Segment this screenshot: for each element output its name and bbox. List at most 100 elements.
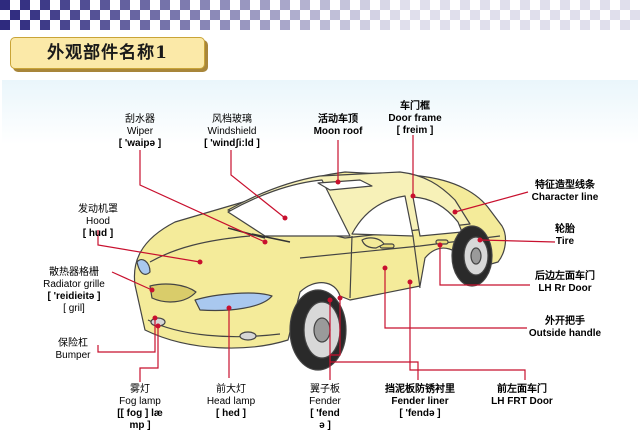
label-hood-phon: [ hud ] (82, 228, 114, 239)
label-windshield: 风档玻璃 Windshield [ 'windʃi:ld ] (192, 114, 272, 150)
label-moonroof-zh: 活动车顶 (318, 114, 358, 125)
leader-hood (97, 230, 201, 263)
label-foglamp-zh: 雾灯 (130, 384, 150, 395)
checker-square (130, 10, 140, 20)
checker-square (60, 20, 70, 30)
checker-square (270, 10, 280, 20)
checker-square (180, 20, 190, 30)
checker-square (50, 10, 60, 20)
checker-square (200, 20, 210, 30)
label-fender-zh: 翼子板 (310, 384, 340, 395)
hood-line (149, 235, 251, 263)
label-foglamp-phon2: mp ] (129, 420, 151, 431)
rear-wheel (451, 225, 493, 287)
label-wiper-phon: [ 'waipə ] (118, 138, 162, 149)
leader-charline (454, 191, 529, 213)
dot-fenderliner (327, 297, 333, 303)
dot-charline (452, 209, 458, 215)
checker-square (240, 0, 250, 10)
page-title: 外观部件名称1 (47, 43, 168, 63)
checker-square (600, 20, 610, 30)
checker-square (200, 0, 210, 10)
label-fender-phon: [ 'fend (310, 408, 340, 419)
door-seams (349, 235, 421, 299)
checker-square (420, 20, 430, 30)
label-radiator: 散热器格栅 Radiator grille [ 'reidieitə ] [ g… (32, 267, 116, 315)
checker-square (150, 10, 160, 20)
checker-square (490, 10, 500, 20)
checker-square (520, 20, 530, 30)
checker-square (440, 0, 450, 10)
checker-square (300, 20, 310, 30)
label-radiator-en: Radiator grille (43, 279, 105, 290)
label-charline: 特征造型线条 Character line (526, 180, 604, 204)
label-windshield-en: Windshield (207, 126, 257, 137)
checker-square (520, 0, 530, 10)
label-headlamp-zh: 前大灯 (216, 384, 246, 395)
dot-radiator (149, 287, 155, 293)
label-foglamp-en: Fog lamp (119, 396, 161, 407)
checker-square (580, 20, 590, 30)
label-fender: 翼子板 Fender [ 'fend ə ] (300, 384, 350, 432)
dot-fender (337, 295, 343, 301)
checker-square (20, 20, 30, 30)
car-illustration (133, 171, 507, 371)
checker-square (450, 10, 460, 20)
checker-square (220, 0, 230, 10)
checker-square (510, 10, 520, 20)
checker-square (250, 10, 260, 20)
checker-square (160, 0, 170, 10)
checker-square (10, 10, 20, 20)
label-doorframe-en: Door frame (388, 113, 442, 124)
label-bumper-en: Bumper (55, 350, 91, 361)
headlamp-left-shape (136, 259, 151, 275)
label-radiator-phon2: [ gril] (63, 303, 85, 314)
checker-square (620, 20, 630, 30)
front-wheel (289, 289, 347, 371)
checker-square (340, 0, 350, 10)
checker-square (540, 20, 550, 30)
sunroof-glass (317, 179, 373, 191)
checker-square (560, 20, 570, 30)
checker-square (600, 0, 610, 10)
checker-square (20, 0, 30, 10)
checker-square (400, 20, 410, 30)
checker-square (550, 10, 560, 20)
checker-square (500, 0, 510, 10)
label-wiper: 刮水器 Wiper [ 'waipə ] (110, 114, 170, 150)
label-fenderliner-en: Fender liner (391, 396, 449, 407)
checker-square (220, 20, 230, 30)
checker-square (400, 0, 410, 10)
label-lhfrtdoor-en: LH FRT Door (491, 396, 553, 407)
leader-lhfrtdoor (409, 282, 526, 380)
front-side-window (351, 195, 414, 237)
checker-square (340, 20, 350, 30)
label-outside-zh: 外开把手 (545, 316, 585, 327)
checker-square (120, 0, 130, 10)
label-fender-phon2: ə ] (319, 420, 331, 431)
checker-square (470, 10, 480, 20)
dot-moonroof (335, 179, 341, 185)
checker-square (610, 10, 620, 20)
label-charline-zh: 特征造型线条 (535, 180, 595, 191)
checker-square (40, 0, 50, 10)
checker-square (370, 10, 380, 20)
leader-tire (479, 239, 556, 243)
label-fenderliner: 挡泥板防锈衬里 Fender liner [ 'fendə ] (378, 384, 462, 420)
checker-square (170, 10, 180, 20)
fog-lamp-right-shape (239, 331, 257, 341)
grille-shape (149, 283, 197, 303)
checker-square (120, 20, 130, 30)
dot-lhrrdoor (437, 242, 443, 248)
checker-square (80, 20, 90, 30)
checker-square (620, 0, 630, 10)
dot-hood (197, 259, 203, 265)
label-windshield-phon: [ 'windʃi:ld ] (204, 138, 260, 149)
checker-square (140, 20, 150, 30)
checker-square (280, 0, 290, 10)
checker-square (180, 0, 190, 10)
label-tire-zh: 轮胎 (555, 224, 575, 235)
side-mirror (361, 237, 385, 249)
label-doorframe-zh: 车门框 (400, 101, 430, 112)
label-lhfrtdoor-zh: 前左面车门 (497, 384, 547, 395)
